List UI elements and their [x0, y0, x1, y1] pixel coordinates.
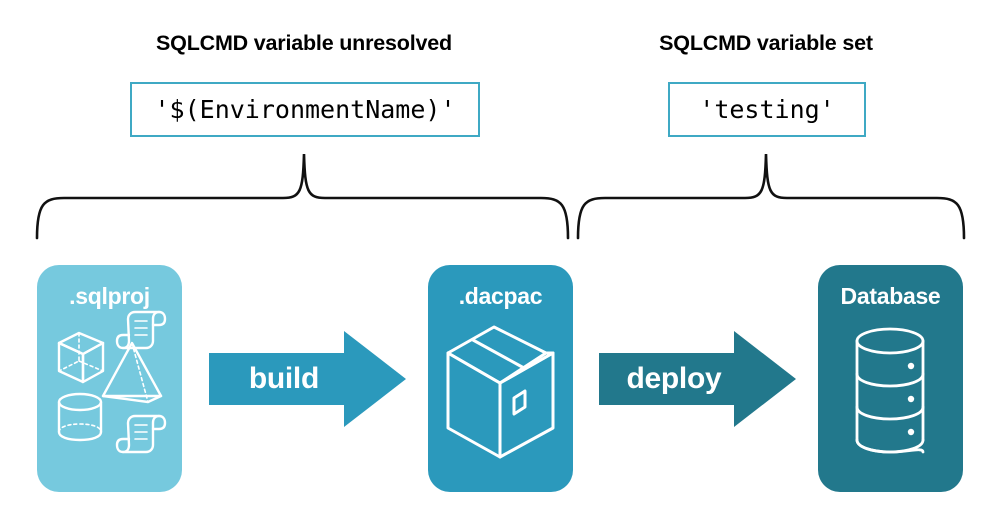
arrow-deploy-shape	[599, 331, 796, 427]
scroll-icon	[115, 414, 167, 454]
cube-icon	[57, 331, 105, 384]
stage-dacpac-label: .dacpac	[458, 283, 543, 309]
arrow-build: build	[209, 331, 406, 427]
stage-dacpac-artwork	[446, 325, 555, 459]
database-cylinder-icon	[855, 327, 925, 454]
stage-database: Database	[818, 265, 963, 492]
pyramid-icon	[101, 341, 163, 404]
heading-sqlcmd-variable-set: SQLCMD variable set	[659, 31, 873, 55]
brace-left-icon	[35, 153, 570, 240]
stage-dacpac: .dacpac	[428, 265, 573, 492]
code-box-testing: 'testing'	[668, 82, 866, 137]
stage-sqlproj: .sqlproj	[37, 265, 182, 492]
status-dot	[907, 428, 915, 436]
arrow-build-shape	[209, 331, 406, 427]
scroll-icon	[115, 310, 167, 350]
status-dot	[907, 395, 915, 403]
cylinder-icon	[57, 392, 103, 442]
brace-right-icon	[576, 153, 966, 240]
heading-sqlcmd-variable-unresolved: SQLCMD variable unresolved	[156, 31, 452, 55]
arrow-deploy: deploy	[599, 331, 796, 427]
code-box-environment-name: '$(EnvironmentName)'	[130, 82, 480, 137]
stage-sqlproj-artwork	[57, 310, 167, 454]
arrow-build-label: build	[248, 362, 319, 395]
stage-database-label: Database	[840, 283, 941, 309]
stage-sqlproj-label: .sqlproj	[69, 283, 150, 309]
package-box-icon	[446, 325, 555, 459]
brace-group	[35, 153, 966, 240]
arrow-deploy-label: deploy	[626, 362, 722, 395]
status-dot	[907, 362, 915, 370]
stage-database-artwork	[855, 327, 925, 454]
